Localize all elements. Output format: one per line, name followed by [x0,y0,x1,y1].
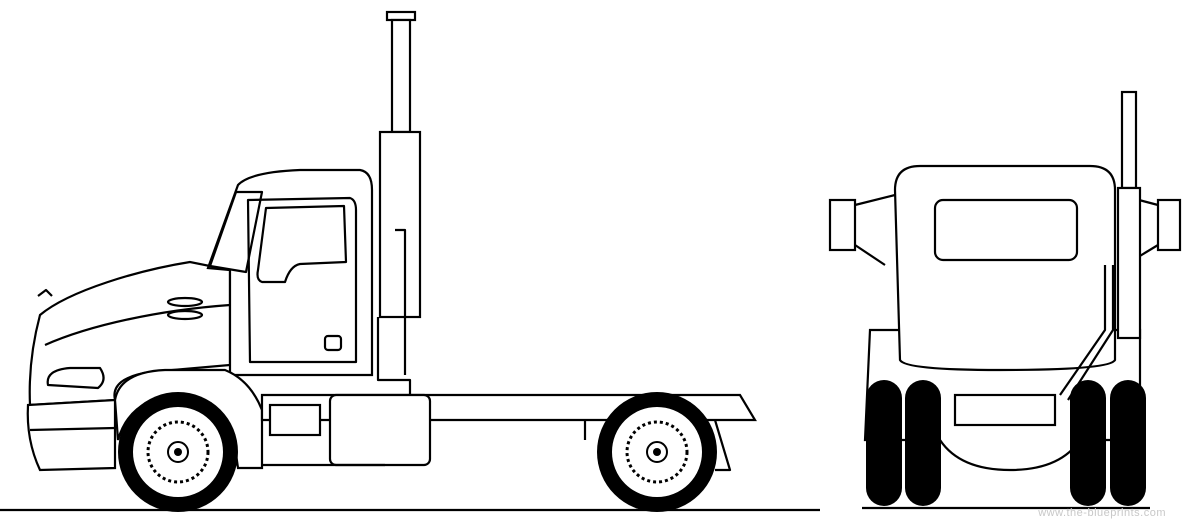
watermark: www.the-blueprints.com [1038,507,1166,519]
mirror-arms [854,193,1159,266]
rear-tire [905,380,941,506]
rear-cab [893,164,1117,372]
rear-window [933,198,1079,262]
door-handle [323,334,343,352]
rear-fender-mount [583,419,732,472]
rear-tire [1070,380,1106,506]
vent [166,309,204,321]
bumper-line [29,426,116,432]
hitch [953,393,1057,427]
left-mirror [828,198,857,252]
rear-view [828,90,1182,510]
front-wheel [118,392,238,512]
exhaust-stack [378,130,422,319]
fuel-tank [328,393,432,467]
exhaust-pipe [1120,90,1138,190]
windshield [208,190,264,274]
exhaust-cap [385,10,417,22]
step-box [268,403,322,437]
door [246,196,358,364]
vent [166,296,204,308]
right-mirror [1156,198,1182,252]
rear-tire [1110,380,1146,506]
hood-line [44,303,231,347]
hood-ornament [37,288,53,297]
rear-tire [866,380,902,506]
exhaust-stack [1116,186,1142,340]
bumper [26,398,117,472]
exhaust-bracket [376,228,412,395]
door-window [256,204,348,284]
rear-wheel [597,392,717,512]
exhaust-bracket [1059,265,1115,401]
headlight [46,366,105,390]
side-view [0,10,820,512]
exhaust-pipe [390,18,412,134]
